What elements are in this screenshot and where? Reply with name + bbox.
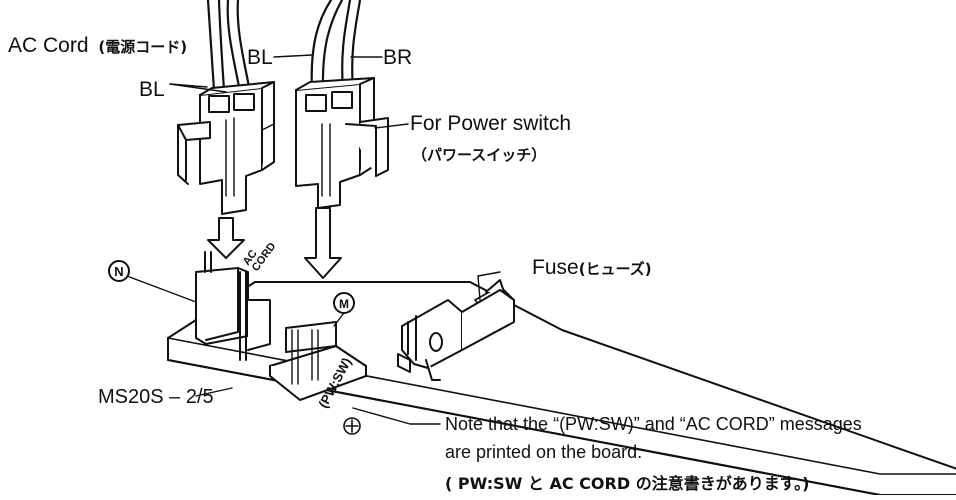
connector-n-circle: [108, 260, 197, 303]
fuse-text: Fuse: [532, 256, 579, 279]
connector-m-circle: [333, 292, 355, 327]
ac-cord-label: AC Cord (電源コード): [8, 34, 187, 58]
br-label: BR: [383, 46, 413, 69]
fuse-label: Fuse(ヒューズ): [532, 256, 652, 280]
power-switch-jp-label: （パワースイッチ）: [412, 146, 547, 164]
bl-left-label: BL: [139, 78, 165, 101]
down-arrow-right: [304, 207, 342, 279]
power-switch-connector: [295, 77, 389, 209]
down-arrow-left: [207, 217, 245, 259]
header-n: [195, 251, 271, 361]
leader-lines: [169, 54, 501, 425]
bl-right-label: BL: [247, 46, 273, 69]
note-line-2: are printed on the board.: [445, 442, 643, 462]
power-switch-label: For Power switch: [410, 112, 572, 135]
part-number-label: MS20S – 2/5: [98, 386, 214, 408]
connector-n-letter: N: [114, 264, 123, 279]
connector-m-letter: M: [339, 297, 349, 311]
ac-cord-text: AC Cord: [8, 34, 89, 57]
fuse-holder: [397, 279, 515, 381]
header-m: [269, 321, 367, 401]
ac-cord-wires: [206, 0, 252, 94]
ac-cord-jp-text: (電源コード): [98, 38, 188, 56]
circuit-board: [167, 281, 956, 496]
ground-symbol: [343, 417, 361, 435]
ac-cord-connector: [177, 81, 275, 215]
note-line-1: Note that the “(PW:SW)” and “AC CORD” me…: [445, 414, 862, 434]
fuse-jp-text: (ヒューズ): [578, 260, 652, 278]
power-switch-wires: [310, 0, 362, 92]
note-line-3: ( PW:SW と AC CORD の注意書きがあります。): [445, 474, 810, 493]
